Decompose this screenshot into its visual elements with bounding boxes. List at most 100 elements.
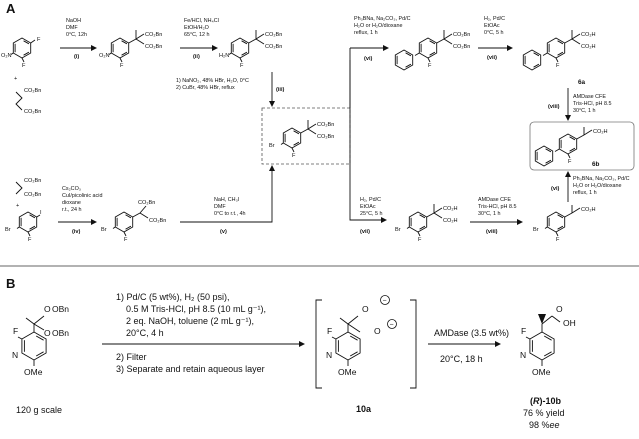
atom-co2bn-5: CO₂Bn — [265, 32, 282, 38]
enzyme-temp: 20°C, 18 h — [440, 354, 483, 364]
step-v-line-1: NaH, CH₃I — [214, 197, 239, 203]
b-cond-line-3: 2 eq. NaOH, toluene (2 mL g⁻¹), — [126, 316, 254, 326]
atom-co2bn-1: CO₂Bn — [24, 88, 41, 94]
b-atom-obn-2: OBn — [52, 328, 69, 338]
b-atom-oh: OH — [563, 318, 576, 328]
atom-f-10: F — [124, 237, 128, 243]
step-vii-top-line-3: 0°C, 5 h — [484, 30, 504, 36]
b-cond-line-5: 2) Filter — [116, 352, 147, 362]
anion-charge-2 — [387, 319, 397, 329]
atom-f-1: F — [37, 37, 41, 43]
atom-o2n-1: O₂N — [1, 53, 12, 59]
atom-f-11: F — [418, 237, 422, 243]
compound-amino-malonate — [228, 30, 265, 63]
arrow-step-v — [180, 165, 275, 223]
product-label: (R)-10b — [530, 396, 562, 406]
step-viii-bottom-line-2: Tris-HCl, pH 8.5 — [478, 204, 516, 210]
step-vi-right-line-1: Ph₃BNa, Na₂CO₃, Pd/C — [573, 176, 630, 182]
step-i-line-2: DMF — [66, 25, 78, 31]
atom-co2bn-2: CO₂Bn — [24, 109, 41, 115]
panel-b-letter: B — [6, 276, 15, 291]
step-vi-top-line-2: H₂O or H₂O/dioxane — [354, 23, 403, 29]
compound-bromo-malonate-unmethylated — [112, 205, 149, 237]
atom-co2h-4: CO₂H — [443, 206, 458, 212]
step-iii-line-2: 2) CuBr, 48% HBr, reflux — [176, 85, 235, 91]
atom-co2bn-7: CO₂Bn — [317, 122, 334, 128]
phenyl-ring-3 — [534, 145, 554, 167]
atom-f-3: F — [120, 63, 124, 69]
b-atom-n-2: N — [326, 350, 332, 360]
b-atom-o-2: O — [44, 328, 51, 338]
b-atom-n-3: N — [520, 350, 526, 360]
b-cond-line-4: 20°C, 4 h — [126, 328, 164, 338]
step-viii-bottom-number: (viii) — [486, 229, 498, 235]
compound-dibenzyl-methylmalonate — [15, 91, 23, 111]
atom-co2bn-9: CO₂Bn — [453, 32, 470, 38]
step-ii-number: (ii) — [193, 54, 200, 60]
b-atom-ome-2: OMe — [338, 367, 357, 377]
step-v-line-2: DMF — [214, 204, 226, 210]
atom-f-7: F — [556, 63, 560, 69]
step-ii-line-1: Fe/HCl, NH₄Cl — [184, 18, 219, 24]
compound-r-10b — [525, 315, 561, 366]
atom-co2bn-3: CO₂Bn — [145, 32, 162, 38]
b-atom-o-4: O — [374, 326, 381, 336]
atom-br-3: Br — [101, 227, 107, 233]
atom-f-6: F — [428, 63, 432, 69]
step-ii-line-2: EtOH/H₂O — [184, 25, 209, 31]
atom-co2h-6: CO₂H — [581, 207, 596, 213]
atom-br-5: Br — [533, 227, 539, 233]
arrow-step-vii-bottom — [349, 60, 387, 223]
step-vii-top-line-2: EtOAc — [484, 23, 500, 29]
plus-1: + — [14, 76, 17, 82]
step-vi-top-line-1: Ph₃BNa, Na₂CO₃, Pd/C — [354, 16, 411, 22]
b-atom-f-1: F — [13, 326, 18, 336]
atom-co2bn-8: CO₂Bn — [317, 134, 334, 140]
anion-charge-1 — [380, 295, 390, 305]
atom-f-12: F — [556, 237, 560, 243]
compound-bromo-malonate — [280, 120, 317, 153]
atom-co2bn-6: CO₂Bn — [265, 44, 282, 50]
atom-co2bn-11: CO₂Bn — [24, 178, 41, 184]
atom-co2h-5: CO₂H — [443, 218, 458, 224]
atom-co2bn-10: CO₂Bn — [453, 44, 470, 50]
b-atom-o-1: O — [44, 304, 51, 314]
product-ee: 98 %ee — [529, 420, 560, 430]
step-i-line-3: 0°C, 12h — [66, 32, 87, 38]
compound-difluoronitrobenzene — [10, 37, 36, 63]
bracket-right — [410, 299, 417, 389]
step-i-line-1: NaOH — [66, 18, 81, 24]
step-iii-number: (iii) — [276, 87, 285, 93]
phenyl-ring-1 — [394, 49, 414, 71]
enzyme-name: AMDase (3.5 wt%) — [434, 328, 509, 338]
compound-bromo-monoacid — [544, 205, 581, 237]
b-atom-o-3: O — [362, 304, 369, 314]
step-iv-line-4: r.t., 24 h — [62, 207, 81, 213]
b-atom-n-1: N — [12, 350, 18, 360]
b-atom-o-5: O — [556, 304, 563, 314]
b-cond-line-6: 3) Separate and retain aqueous layer — [116, 364, 265, 374]
b-cond-line-2: 0.5 M Tris-HCl, pH 8.5 (10 mL g⁻¹), — [126, 304, 266, 314]
label-6a: 6a — [578, 79, 586, 86]
compound-bromo-diacid — [406, 204, 443, 237]
panel-a-letter: A — [6, 1, 16, 16]
label-6b: 6b — [592, 161, 600, 168]
plus-2: + — [16, 203, 19, 209]
step-v-number: (v) — [220, 229, 227, 235]
step-vii-bottom-line-3: 25°C, 5 h — [360, 211, 383, 217]
atom-f-9: F — [28, 237, 32, 243]
step-vii-bottom-line-2: EtOAc — [360, 204, 376, 210]
product-6b-box — [529, 121, 635, 171]
step-viii-bottom-line-3: 30°C, 1 h — [478, 211, 501, 217]
atom-o2n-2: O₂N — [99, 53, 110, 59]
atom-i: I — [40, 210, 42, 216]
anion-sign-1: − — [383, 298, 387, 305]
atom-co2h-1: CO₂H — [581, 32, 596, 38]
atom-f-4: F — [240, 63, 244, 69]
step-iv-number: (iv) — [72, 229, 81, 235]
compound-nitro-malonate — [108, 30, 145, 63]
atom-br-2: Br — [5, 227, 11, 233]
step-vii-top-line-1: H₂, Pd/C — [484, 16, 505, 22]
